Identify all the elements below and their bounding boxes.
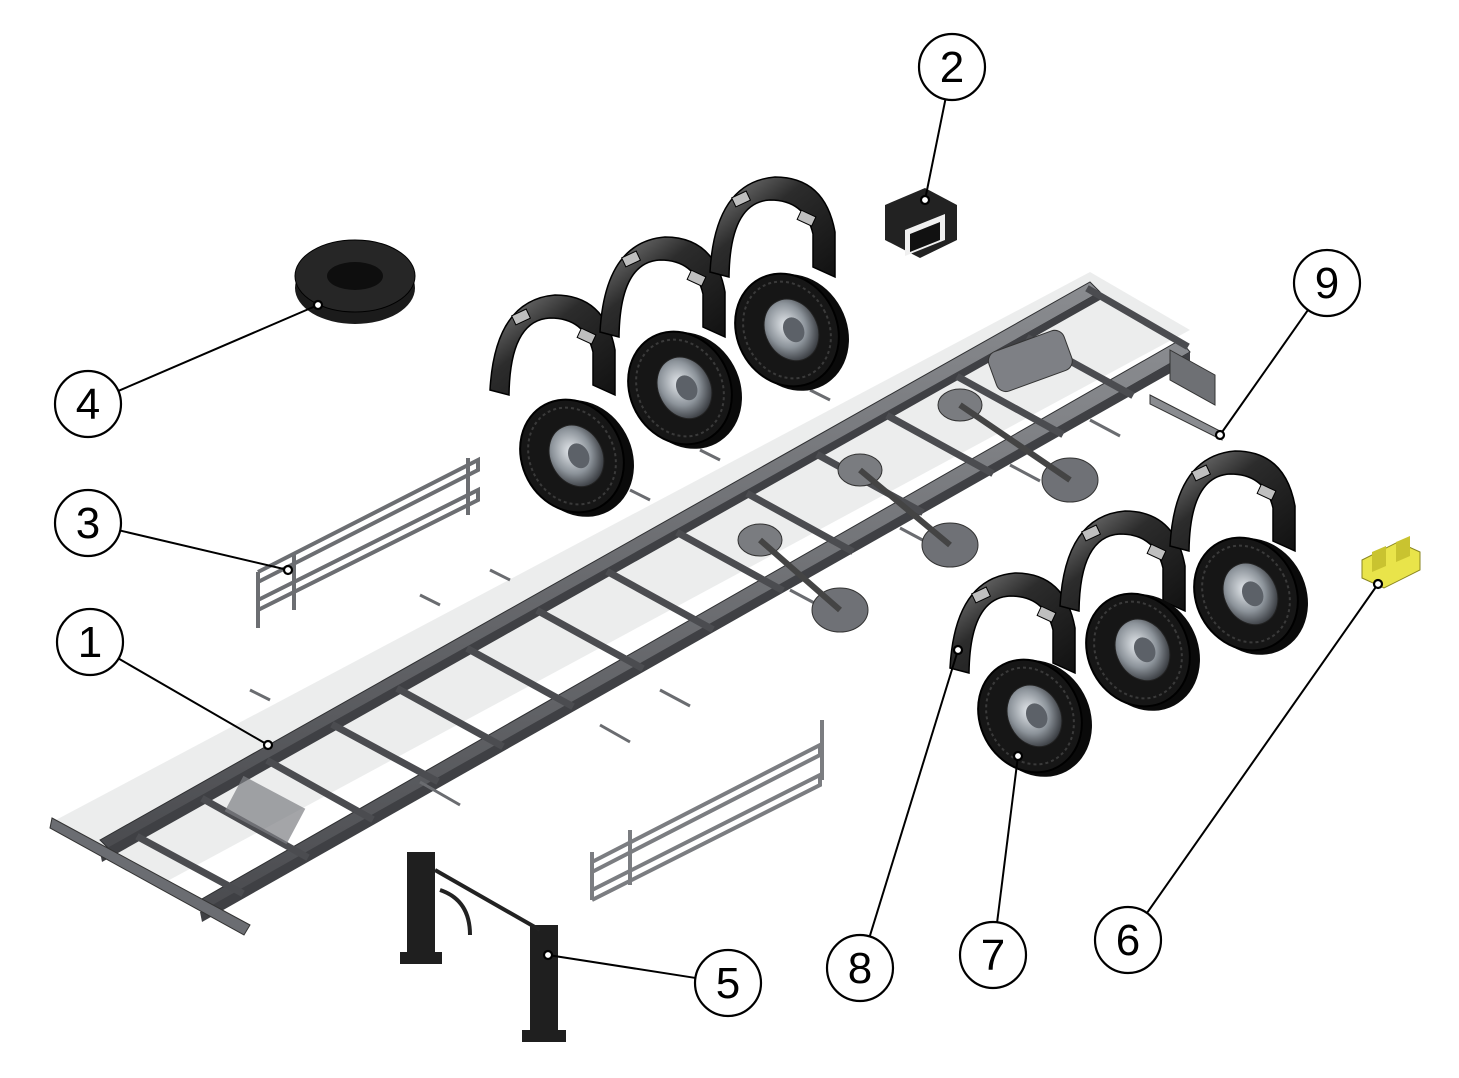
callout-balloon <box>1093 905 1163 975</box>
callout-number: 3 <box>76 499 100 548</box>
mudguard-6 <box>1169 450 1296 553</box>
callout-balloon <box>53 488 123 558</box>
callout-balloon <box>693 948 763 1018</box>
callout-balloon <box>1292 248 1362 318</box>
leader-line <box>924 99 947 201</box>
callout-number: 9 <box>1315 259 1339 308</box>
callout-balloon <box>917 32 987 102</box>
wheel-1 <box>519 398 634 517</box>
leader-dot <box>542 949 554 961</box>
leader-dot <box>1372 578 1384 590</box>
callout-number: 2 <box>940 43 964 92</box>
leader-dot <box>1012 750 1024 762</box>
callout-number: 5 <box>716 959 740 1008</box>
callout-7: 7 <box>958 750 1028 990</box>
wheel-2 <box>627 330 742 449</box>
callout-balloon <box>958 920 1028 990</box>
callout-1: 1 <box>55 607 274 751</box>
mudguard-3 <box>709 176 836 279</box>
leader-line <box>117 304 319 392</box>
chassis-frame <box>49 272 1223 936</box>
leader-line <box>996 755 1019 923</box>
callout-6: 6 <box>1093 578 1384 975</box>
mudguard-5 <box>1059 510 1186 613</box>
mudguard-4 <box>949 572 1076 675</box>
callout-4: 4 <box>53 299 324 439</box>
leader-line <box>119 529 289 571</box>
leader-dot <box>282 564 294 576</box>
rear-bumper <box>1149 349 1223 441</box>
side-guard-right <box>590 720 824 902</box>
leader-dot <box>312 299 324 311</box>
leader-line <box>118 657 269 746</box>
leader-line <box>1219 309 1309 436</box>
callout-balloon <box>55 607 125 677</box>
callout-number: 4 <box>76 380 100 429</box>
callout-number: 6 <box>1116 916 1140 965</box>
callout-number: 1 <box>78 618 102 667</box>
callout-3: 3 <box>53 488 294 576</box>
leader-line <box>868 649 959 937</box>
side-guard-left <box>256 456 480 628</box>
leader-dot <box>262 739 274 751</box>
leader-dot <box>1214 429 1226 441</box>
leader-dot <box>952 644 964 656</box>
callout-balloon <box>53 369 123 439</box>
axle-assembly <box>737 329 1099 633</box>
callout-number: 7 <box>981 931 1005 980</box>
callout-8: 8 <box>825 644 964 1003</box>
mudguard-2 <box>599 236 726 339</box>
callout-number: 8 <box>848 944 872 993</box>
toolbox <box>885 188 957 258</box>
mudguards <box>489 176 1296 675</box>
callout-balloon <box>825 933 895 1003</box>
leader-dot <box>919 194 931 206</box>
wheel-5 <box>1085 592 1200 711</box>
callout-2: 2 <box>917 32 987 206</box>
twist-lock <box>1361 536 1421 589</box>
wheel-3 <box>734 272 849 391</box>
wheels <box>519 272 1308 777</box>
leader-line <box>547 954 696 979</box>
callout-9: 9 <box>1214 248 1362 441</box>
mudguard-1 <box>489 294 616 397</box>
callout-5: 5 <box>542 948 763 1018</box>
landing-gear <box>400 852 566 1042</box>
wheel-6 <box>1193 536 1308 655</box>
wheel-4 <box>977 658 1092 777</box>
spare-tire <box>294 239 416 324</box>
leader-line <box>1146 583 1379 914</box>
